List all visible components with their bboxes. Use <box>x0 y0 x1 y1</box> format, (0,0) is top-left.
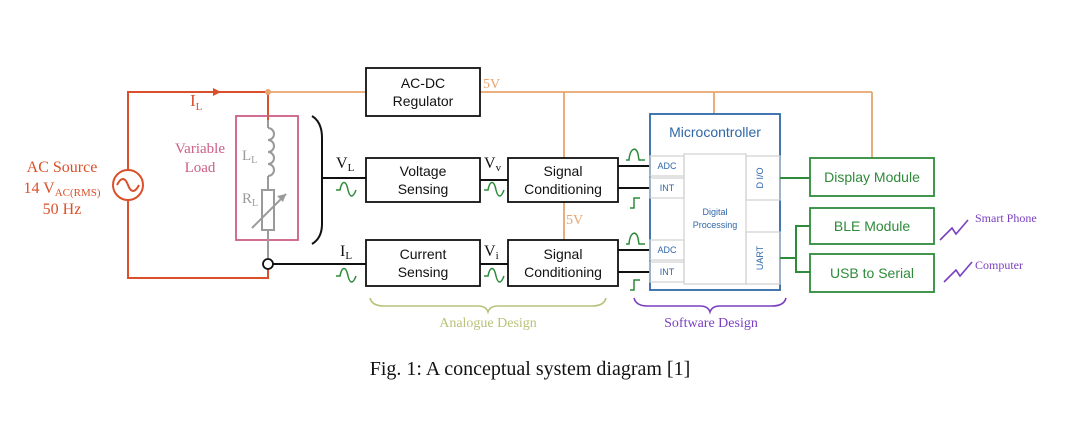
display-module-label: Display Module <box>824 169 920 185</box>
current-conditioning-label: Signal Conditioning <box>524 246 602 280</box>
digital-step-icon <box>630 279 640 291</box>
svg-text:Conditioning: Conditioning <box>524 264 602 280</box>
ac-waveform-icon <box>484 267 505 283</box>
source-title: AC Source <box>27 159 98 176</box>
supply-mid-label: 5V <box>566 213 583 228</box>
source-loop <box>127 91 269 279</box>
usb-serial-label: USB to Serial <box>830 265 914 281</box>
digital-step-icon <box>630 197 640 209</box>
output-wiring <box>780 177 810 273</box>
rectified-pulse-icon <box>626 232 645 245</box>
voltage-conditioning-block <box>507 157 619 203</box>
svg-text:INT: INT <box>660 183 675 193</box>
inductor-icon <box>267 127 275 177</box>
usb-serial-block <box>809 253 935 293</box>
current-out-label: Vi <box>484 243 499 262</box>
svg-text:Voltage: Voltage <box>400 163 447 179</box>
software-design-label: Software Design <box>664 316 758 331</box>
ble-module-label: BLE Module <box>834 218 910 234</box>
resistor-icon <box>261 189 275 231</box>
source-current-label: IL <box>190 91 203 113</box>
svg-text:Signal: Signal <box>544 246 583 262</box>
voltage-out-label: Vv <box>484 155 502 174</box>
svg-text:Processing: Processing <box>693 220 738 230</box>
source-frequency: 50 Hz <box>43 201 82 218</box>
load-components <box>251 120 287 258</box>
analogue-brace <box>369 297 607 315</box>
svg-text:ADC: ADC <box>657 161 677 171</box>
regulator-label: AC-DC Regulator <box>393 75 454 109</box>
microcontroller-title: Microcontroller <box>669 124 761 140</box>
svg-text:Load: Load <box>185 160 216 176</box>
software-brace <box>633 297 787 315</box>
voltage-sensing-label: Voltage Sensing <box>398 163 449 197</box>
svg-text:Conditioning: Conditioning <box>524 181 602 197</box>
svg-text:INT: INT <box>660 267 675 277</box>
regulator-output-label: 5V <box>483 77 500 92</box>
voltage-conditioning-label: Signal Conditioning <box>524 163 602 197</box>
svg-text:Sensing: Sensing <box>398 181 449 197</box>
current-input-label: IL <box>340 243 352 262</box>
svg-text:Current: Current <box>400 246 447 262</box>
current-sensing-label: Current Sensing <box>398 246 449 280</box>
current-sensing-block <box>365 239 481 287</box>
source-bottom-wire <box>127 200 269 279</box>
current-conditioning-block <box>507 239 619 287</box>
svg-text:Digital: Digital <box>702 207 727 217</box>
microcontroller-port-labels: ADC INT ADC INT Digital Processing D I/O… <box>657 161 765 277</box>
svg-text:Variable: Variable <box>175 141 225 157</box>
inductor-label: LL <box>242 148 257 166</box>
computer-label: Computer <box>975 258 1023 272</box>
svg-text:UART: UART <box>755 245 765 270</box>
svg-text:D I/O: D I/O <box>755 167 765 188</box>
regulator-block <box>365 67 481 117</box>
variable-arrow-icon <box>277 194 286 202</box>
ac-source-label: AC Source 14 VAC(RMS) 50 Hz <box>23 159 100 218</box>
digital-processing-core <box>683 153 747 285</box>
ac-waveform-icon <box>484 181 505 197</box>
figure-caption: Fig. 1: A conceptual system diagram [1] <box>370 358 691 380</box>
sine-icon <box>116 178 140 192</box>
source-voltage: 14 VAC(RMS) <box>23 180 100 199</box>
svg-text:AC-DC: AC-DC <box>401 75 445 91</box>
variable-load-label: Variable Load <box>175 141 225 176</box>
current-arrow-icon <box>213 88 221 96</box>
resistor-label: RL <box>242 191 258 209</box>
ac-source-symbol <box>112 169 144 201</box>
svg-text:Sensing: Sensing <box>398 264 449 280</box>
sense-bracket <box>311 115 323 245</box>
rectified-pulse-icon <box>626 148 645 161</box>
voltage-input-label: VL <box>336 155 355 174</box>
analogue-design-label: Analogue Design <box>439 316 537 331</box>
smart-phone-label: Smart Phone <box>975 211 1037 225</box>
svg-text:Signal: Signal <box>544 163 583 179</box>
svg-text:ADC: ADC <box>657 245 677 255</box>
serial-link-icon <box>943 261 973 283</box>
supply-junction <box>265 89 271 95</box>
supply-rail <box>268 91 873 240</box>
microcontroller-block <box>649 113 781 291</box>
wireless-link-icon <box>939 219 969 241</box>
svg-text:Regulator: Regulator <box>393 93 454 109</box>
sense-node <box>262 258 274 270</box>
voltage-sensing-block <box>365 157 481 203</box>
ble-module-block <box>809 207 935 245</box>
ac-waveform-icon <box>336 267 357 283</box>
variable-arrow-line <box>251 193 287 229</box>
display-module-block <box>809 157 935 197</box>
ac-waveform-icon <box>336 181 357 197</box>
source-top-wire <box>127 91 268 170</box>
